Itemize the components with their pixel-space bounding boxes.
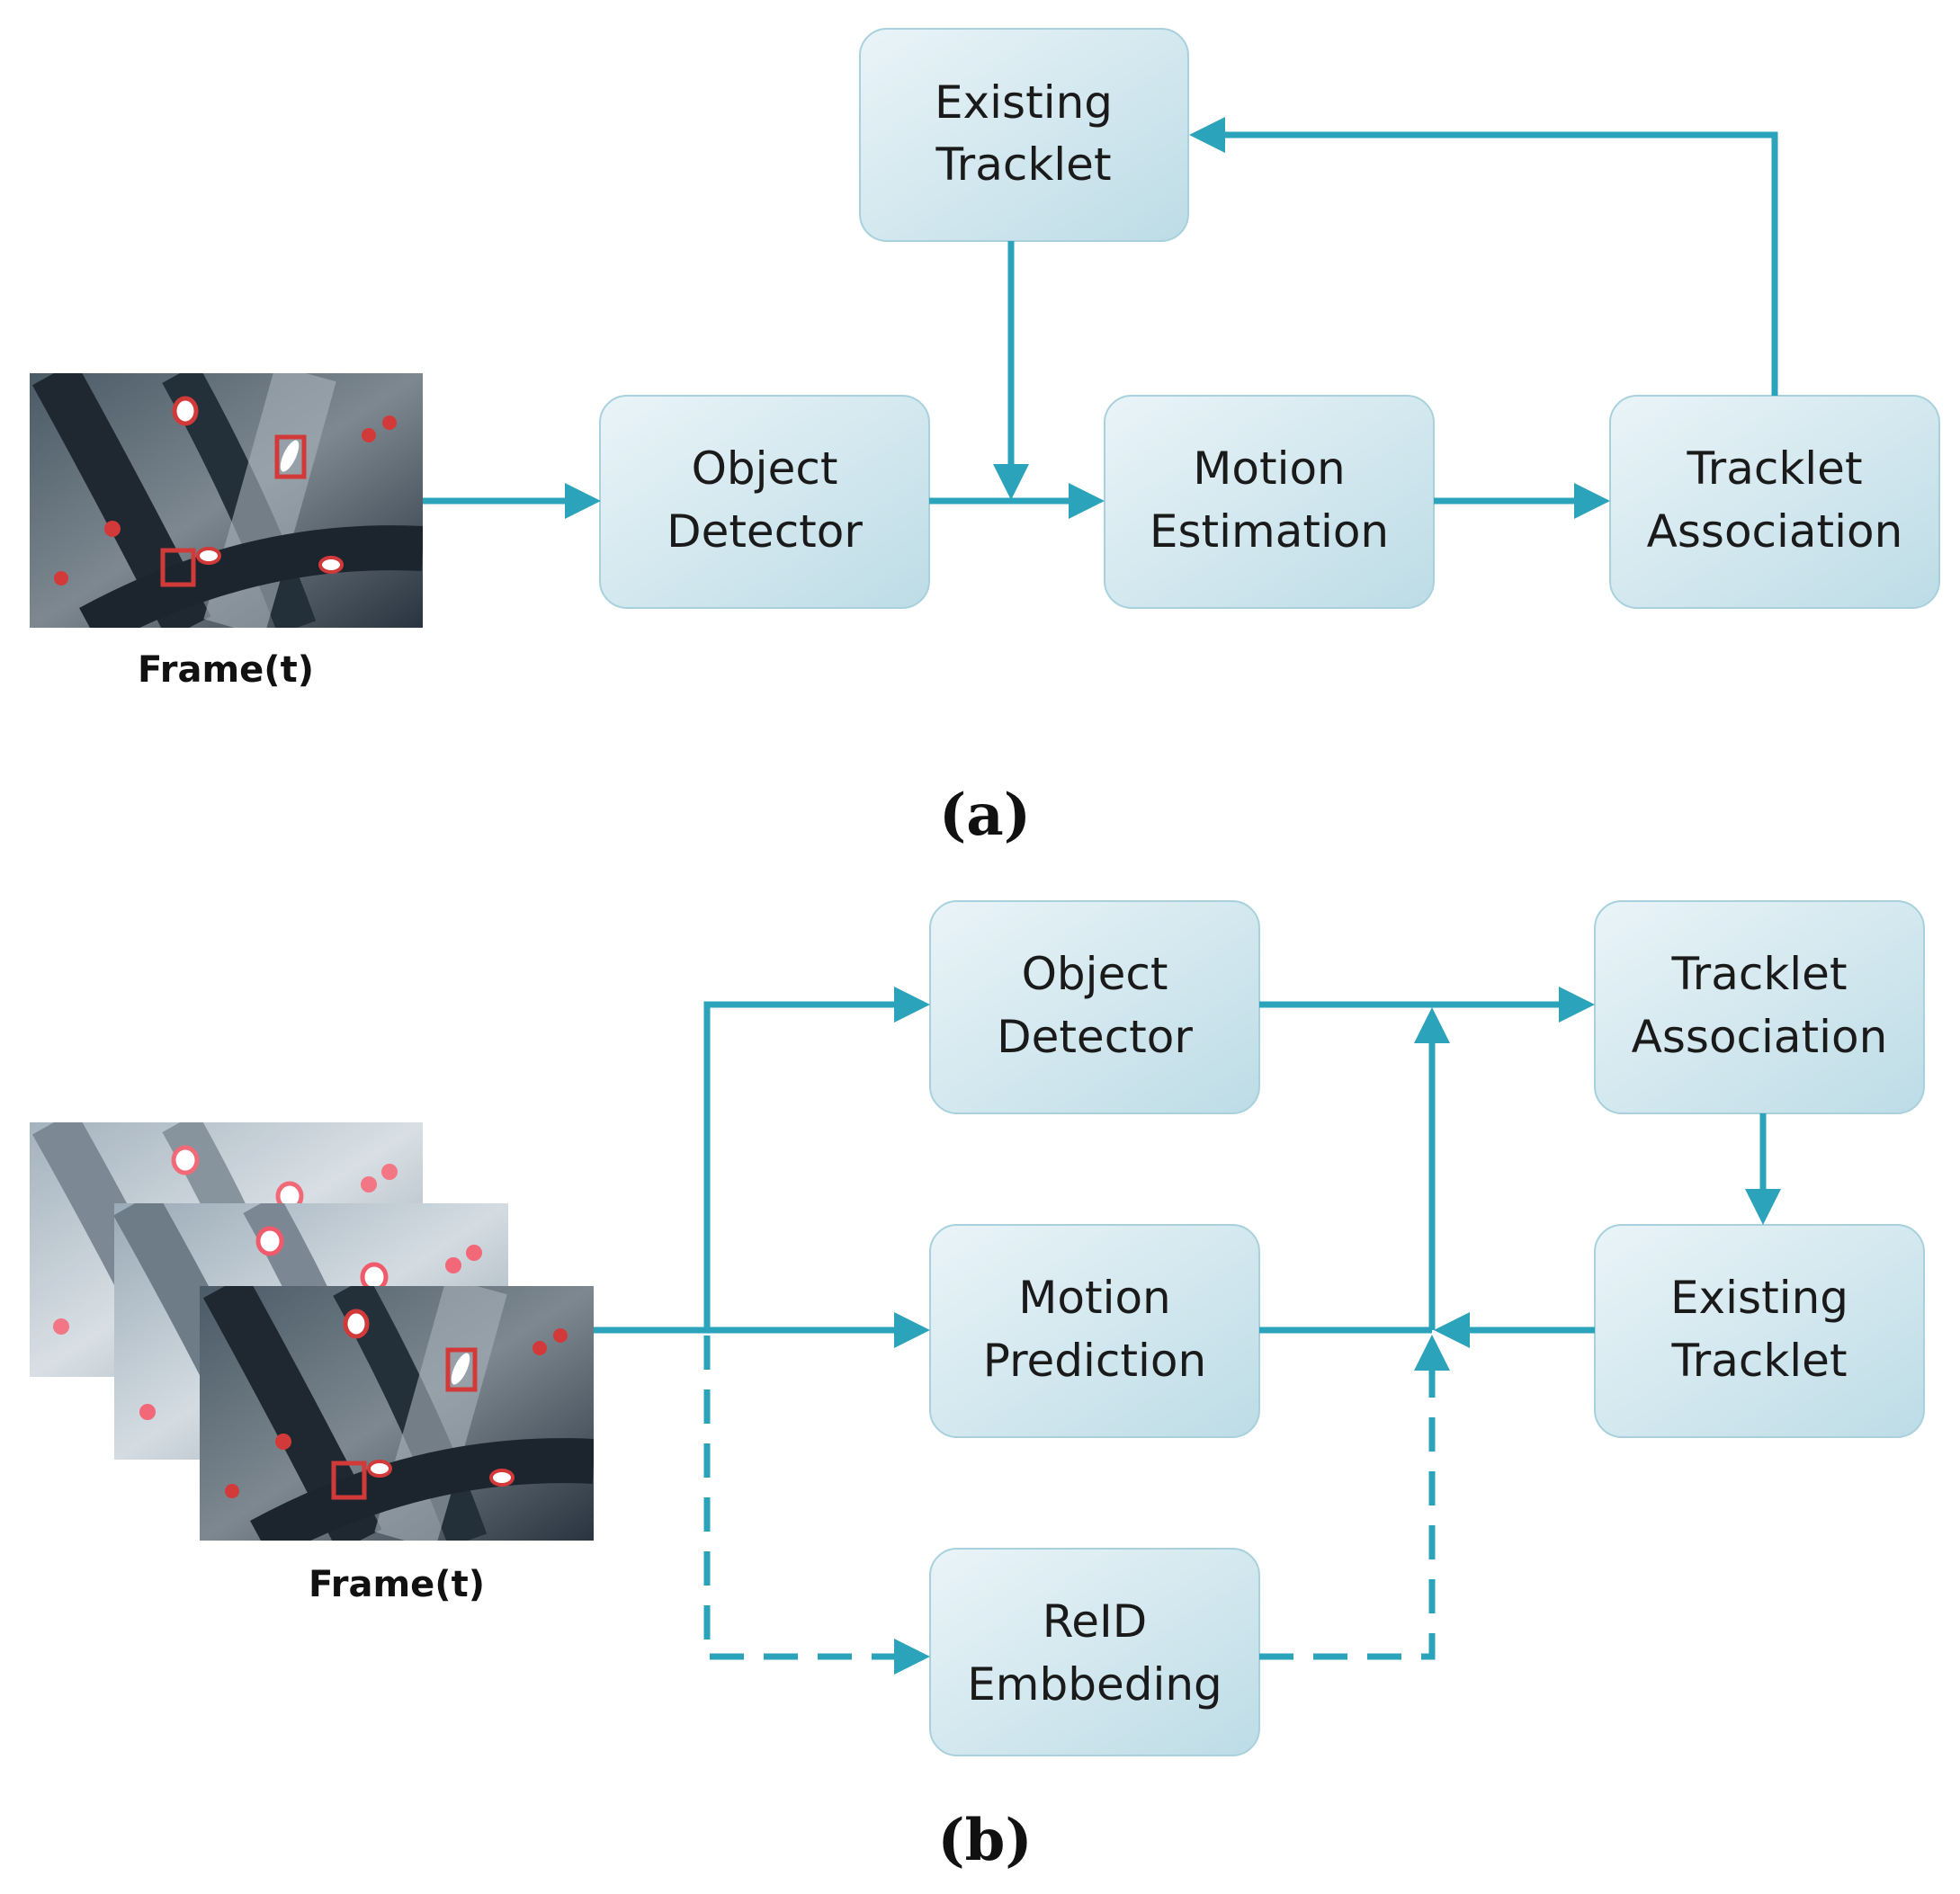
box-motion-prediction-b: Motion Prediction <box>929 1224 1260 1438</box>
box-label-line2: Prediction <box>983 1335 1206 1387</box>
frame-image-b-front <box>200 1286 594 1541</box>
arrowhead-icon <box>565 483 601 519</box>
arrow-frame-to-detector-b <box>703 1001 897 1330</box>
arrowhead-icon <box>1414 1007 1450 1043</box>
dashed-arrows-b <box>703 1336 1436 1660</box>
box-tracklet-association-a: Tracklet Association <box>1609 395 1940 609</box>
box-label-line2: Detector <box>997 1011 1193 1063</box>
box-label-line1: Object <box>692 442 838 495</box>
box-label-line2: Estimation <box>1150 505 1389 558</box>
box-label-line2: Association <box>1647 505 1903 558</box>
arrowhead-icon <box>894 987 930 1023</box>
arrow-frame-to-reid-b <box>703 1336 897 1660</box>
box-motion-estimation-a: Motion Estimation <box>1104 395 1435 609</box>
box-label-line1: Tracklet <box>1670 948 1847 1000</box>
box-existing-tracklet-b: Existing Tracklet <box>1594 1224 1925 1438</box>
arrowhead-icon <box>1189 117 1225 153</box>
box-label-line1: Motion <box>1193 442 1346 495</box>
frame-image-a <box>30 373 423 628</box>
box-label-line1: Object <box>1022 948 1168 1000</box>
arrowhead-icon <box>1559 987 1595 1023</box>
box-label-line2: Tracklet <box>1670 1335 1847 1387</box>
diagram-b: Frame(t) Object Detector Tracklet Associ… <box>30 900 1925 1874</box>
box-label-line1: Existing <box>935 76 1113 129</box>
arrowhead-icon <box>1574 483 1610 519</box>
box-label-line2: Association <box>1632 1011 1888 1063</box>
arrowhead-icon <box>993 464 1029 500</box>
box-label-line2: Embbeding <box>967 1658 1222 1711</box>
box-label-line1: Existing <box>1670 1272 1848 1324</box>
diagram-a: Frame(t) Existing Tracklet Object Detect… <box>30 28 1940 849</box>
box-object-detector-b: Object Detector <box>929 900 1260 1114</box>
arrows-b <box>594 1001 1767 1334</box>
box-label-line2: Tracklet <box>935 138 1111 191</box>
arrowhead-icon <box>894 1639 930 1675</box>
box-existing-tracklet-a: Existing Tracklet <box>859 28 1189 242</box>
arrowhead-icon <box>1069 483 1105 519</box>
arrow-reid-to-junction-b <box>1259 1367 1436 1660</box>
arrow-association-to-existing-a <box>1223 131 1778 396</box>
arrowheads-b <box>894 987 1781 1675</box>
arrowhead-icon <box>894 1312 930 1348</box>
frame-label-b: Frame(t) <box>309 1564 485 1605</box>
box-object-detector-a: Object Detector <box>599 395 930 609</box>
box-tracklet-association-b: Tracklet Association <box>1594 900 1925 1114</box>
arrowhead-icon <box>1745 1189 1781 1225</box>
frame-stack-b <box>30 1122 594 1541</box>
arrowhead-icon <box>1434 1312 1470 1348</box>
box-label-line2: Detector <box>667 505 863 558</box>
box-label-line1: Tracklet <box>1686 442 1862 495</box>
arrows-a <box>423 131 1778 505</box>
box-label-line1: ReID <box>1043 1595 1148 1648</box>
caption-a: (a) <box>939 782 1031 849</box>
frame-label-a: Frame(t) <box>138 649 314 691</box>
caption-b: (b) <box>937 1807 1032 1874</box>
box-label-line1: Motion <box>1018 1272 1171 1324</box>
arrowheads-a <box>565 117 1610 519</box>
arrowhead-icon <box>1414 1335 1450 1371</box>
box-reid-embedding-b: ReID Embbeding <box>929 1548 1260 1756</box>
